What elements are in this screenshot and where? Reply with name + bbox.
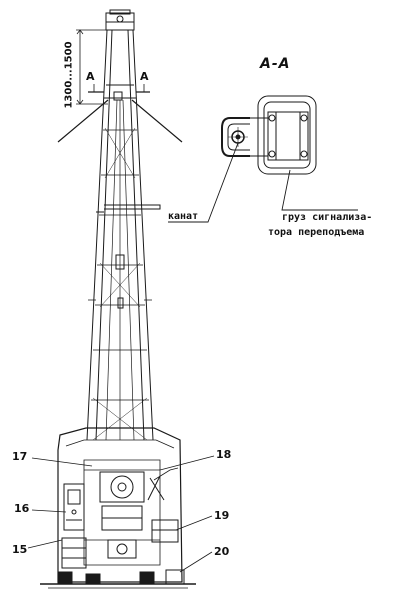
cut-mark-right: А: [140, 70, 149, 83]
section-view: [221, 95, 317, 175]
crane-base: [40, 427, 196, 589]
dimension-label: 1300...1500: [63, 41, 75, 109]
item-leaders: [27, 455, 215, 573]
rope-callout: канат: [168, 211, 199, 222]
item-label-16: 16: [14, 502, 30, 515]
weight-callout-line2: тора переподъема: [268, 227, 365, 238]
item-label-20: 20: [214, 545, 230, 558]
section-title: А-А: [260, 56, 291, 72]
item-label-19: 19: [214, 509, 230, 522]
dimension-label-wrap: 1300...1500: [54, 40, 84, 110]
section-leaders: [168, 142, 358, 223]
mast: [86, 9, 161, 441]
cut-mark-left: А: [86, 70, 95, 83]
item-label-15: 15: [12, 543, 28, 556]
item-label-17: 17: [12, 450, 28, 463]
guy-wires: [57, 99, 183, 143]
dimension-line: [76, 29, 108, 105]
item-label-18: 18: [216, 448, 232, 461]
section-cut-marks: [88, 84, 150, 93]
weight-callout-line1: груз сигнализа-: [282, 212, 373, 223]
